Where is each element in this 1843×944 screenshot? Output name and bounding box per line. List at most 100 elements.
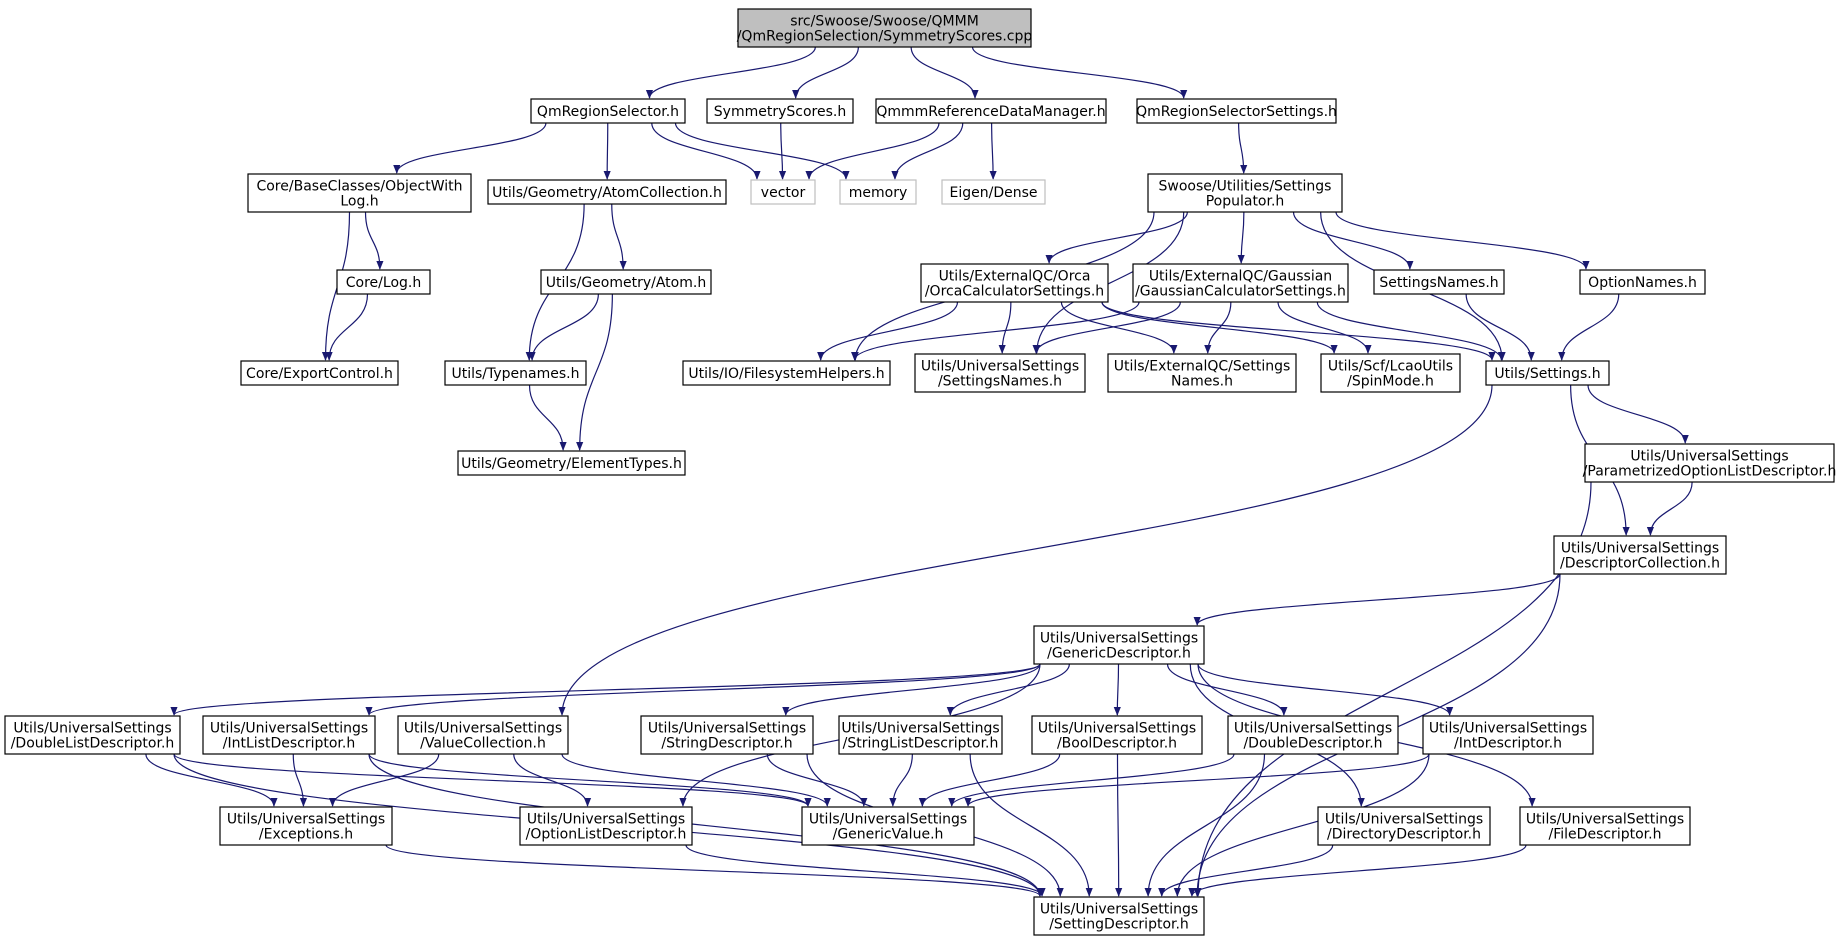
- node-directorydesc[interactable]: Utils/UniversalSettings/DirectoryDescrip…: [1317, 806, 1491, 846]
- node-label: Utils/ExternalQC/Gaussian: [1149, 269, 1332, 285]
- edge-doubledesc-to-genericvalue: [948, 753, 1235, 807]
- edge-atomcollection-to-atom: [611, 203, 627, 270]
- edge-qmmmrefdata-to-memory: [891, 122, 964, 180]
- node-doublelist[interactable]: Utils/UniversalSettings/DoubleListDescri…: [4, 715, 181, 755]
- node-intdesc[interactable]: Utils/UniversalSettings/IntDescriptor.h: [1422, 715, 1594, 755]
- node-box: [336, 269, 431, 295]
- edge-valuecollection-to-exceptions: [328, 753, 440, 807]
- node-box: [202, 715, 376, 755]
- node-filedesc[interactable]: Utils/UniversalSettings/FileDescriptor.h: [1519, 806, 1691, 846]
- node-box: [1320, 353, 1461, 393]
- node-box: [1584, 443, 1835, 483]
- node-corelog[interactable]: Core/Log.h: [336, 269, 431, 295]
- node-label: Utils/UniversalSettings: [527, 812, 685, 828]
- node-spinmode[interactable]: Utils/Scf/LcaoUtils/SpinMode.h: [1320, 353, 1461, 393]
- node-box: [640, 715, 814, 755]
- node-paramoptionlist[interactable]: Utils/UniversalSettings/ParametrizedOpti…: [1583, 443, 1837, 483]
- node-box: [4, 715, 181, 755]
- node-box: [1132, 263, 1349, 303]
- node-box: [839, 179, 917, 205]
- node-utilssettings[interactable]: Utils/Settings.h: [1485, 360, 1610, 386]
- edge-atom-to-typenames: [528, 293, 599, 361]
- edge-booldesc-to-settingdescriptor: [1115, 753, 1123, 897]
- node-label: vector: [761, 185, 806, 201]
- edge-qmregionselector-to-memory: [674, 122, 850, 180]
- edge-orcasettings-to-filesystemhelpers: [817, 301, 959, 361]
- edge-intdesc-to-settingdescriptor: [1173, 753, 1430, 897]
- node-box: [1553, 535, 1727, 575]
- node-typenames[interactable]: Utils/Typenames.h: [444, 360, 587, 386]
- node-doubledesc[interactable]: Utils/UniversalSettings/DoubleDescriptor…: [1227, 715, 1399, 755]
- node-label: src/Swoose/Swoose/QMMM: [790, 14, 979, 30]
- node-box: [1033, 896, 1205, 936]
- node-orcasettings[interactable]: Utils/ExternalQC/Orca/OrcaCalculatorSett…: [920, 263, 1109, 303]
- edge-root-to-qmregionselector: [645, 46, 816, 99]
- node-booldesc[interactable]: Utils/UniversalSettings/BoolDescriptor.h: [1031, 715, 1203, 755]
- edge-atom-to-elementtypes: [576, 293, 613, 451]
- node-label: /QmRegionSelection/SymmetryScores.cpp: [737, 29, 1033, 45]
- node-box: [540, 269, 712, 295]
- node-box: [1422, 715, 1594, 755]
- node-filesystemhelpers[interactable]: Utils/IO/FilesystemHelpers.h: [682, 360, 891, 386]
- node-label: /DirectoryDescriptor.h: [1327, 827, 1481, 843]
- edge-directorydesc-to-settingdescriptor: [1158, 844, 1334, 897]
- node-optionlist[interactable]: Utils/UniversalSettings/OptionListDescri…: [519, 806, 693, 846]
- node-atom[interactable]: Utils/Geometry/Atom.h: [540, 269, 712, 295]
- edges-layer: [145, 46, 1693, 897]
- edge-gaussiansettings-to-extqc_settingsnames: [1204, 301, 1232, 354]
- node-extqc_settingsnames[interactable]: Utils/ExternalQC/SettingsNames.h: [1107, 353, 1297, 393]
- node-qmregionselector[interactable]: QmRegionSelector.h: [530, 98, 686, 124]
- node-label: Core/Log.h: [346, 275, 421, 291]
- edge-settingspopulator-to-orcasettings: [1045, 211, 1188, 264]
- node-atomcollection[interactable]: Utils/Geometry/AtomCollection.h: [487, 179, 727, 205]
- node-valuecollection[interactable]: Utils/UniversalSettings/ValueCollection.…: [397, 715, 569, 755]
- node-stringlist[interactable]: Utils/UniversalSettings/StringListDescri…: [838, 715, 1003, 755]
- node-intlist[interactable]: Utils/UniversalSettings/IntListDescripto…: [202, 715, 376, 755]
- edge-intlist-to-exceptions: [292, 753, 308, 807]
- edge-stringdesc-to-genericvalue: [766, 753, 868, 807]
- node-settingdescriptor[interactable]: Utils/UniversalSettings/SettingDescripto…: [1033, 896, 1205, 936]
- node-vector[interactable]: vector: [750, 179, 816, 205]
- node-gaussiansettings[interactable]: Utils/ExternalQC/Gaussian/GaussianCalcul…: [1132, 263, 1349, 303]
- node-stringdesc[interactable]: Utils/UniversalSettings/StringDescriptor…: [640, 715, 814, 755]
- node-label: Utils/UniversalSettings: [13, 721, 171, 737]
- edge-qmmmrefdata-to-vector: [805, 122, 940, 180]
- node-optionnames[interactable]: OptionNames.h: [1579, 269, 1706, 295]
- edge-intlist-to-genericvalue: [368, 753, 812, 807]
- node-box: [1519, 806, 1691, 846]
- node-memory[interactable]: memory: [839, 179, 917, 205]
- node-label: Utils/UniversalSettings: [648, 721, 806, 737]
- edge-genericdescriptor-to-intdesc: [1197, 663, 1454, 716]
- node-label: QmmmReferenceDataManager.h: [876, 104, 1105, 120]
- node-eigendense[interactable]: Eigen/Dense: [941, 179, 1046, 205]
- node-box: [941, 179, 1046, 205]
- node-label: /DescriptorCollection.h: [1560, 556, 1720, 572]
- node-genericdescriptor[interactable]: Utils/UniversalSettings/GenericDescripto…: [1033, 625, 1205, 665]
- node-descriptorcollection[interactable]: Utils/UniversalSettings/DescriptorCollec…: [1553, 535, 1727, 575]
- node-exportcontrol[interactable]: Core/ExportControl.h: [240, 360, 399, 386]
- node-qmmmrefdata[interactable]: QmmmReferenceDataManager.h: [875, 98, 1107, 124]
- node-label: Log.h: [340, 194, 378, 210]
- edge-booldesc-to-genericvalue: [918, 753, 1061, 807]
- node-settingsnames[interactable]: SettingsNames.h: [1373, 269, 1505, 295]
- edge-exceptions-to-settingdescriptor: [385, 844, 1044, 897]
- node-elementtypes[interactable]: Utils/Geometry/ElementTypes.h: [457, 450, 686, 476]
- node-qmregionselectorsettings[interactable]: QmRegionSelectorSettings.h: [1136, 98, 1337, 124]
- node-box: [1579, 269, 1706, 295]
- node-box: [397, 715, 569, 755]
- edge-gaussiansettings-to-spinmode: [1277, 301, 1372, 354]
- node-label: Names.h: [1171, 374, 1233, 390]
- node-root[interactable]: src/Swoose/Swoose/QMMM/QmRegionSelection…: [737, 8, 1033, 48]
- node-label: /SettingsNames.h: [938, 374, 1062, 390]
- node-label: OptionNames.h: [1588, 275, 1697, 291]
- node-exceptions[interactable]: Utils/UniversalSettings/Exceptions.h: [219, 806, 393, 846]
- edge-gaussiansettings-to-us_settingsnames: [1032, 301, 1181, 354]
- node-us_settingsnames[interactable]: Utils/UniversalSettings/SettingsNames.h: [914, 353, 1086, 393]
- edge-stringlist-to-settingdescriptor: [969, 753, 1093, 897]
- node-genericvalue[interactable]: Utils/UniversalSettings/GenericValue.h: [801, 806, 975, 846]
- node-label: Utils/UniversalSettings: [841, 721, 999, 737]
- node-label: Utils/UniversalSettings: [227, 812, 385, 828]
- node-symmetryscores[interactable]: SymmetryScores.h: [706, 98, 854, 124]
